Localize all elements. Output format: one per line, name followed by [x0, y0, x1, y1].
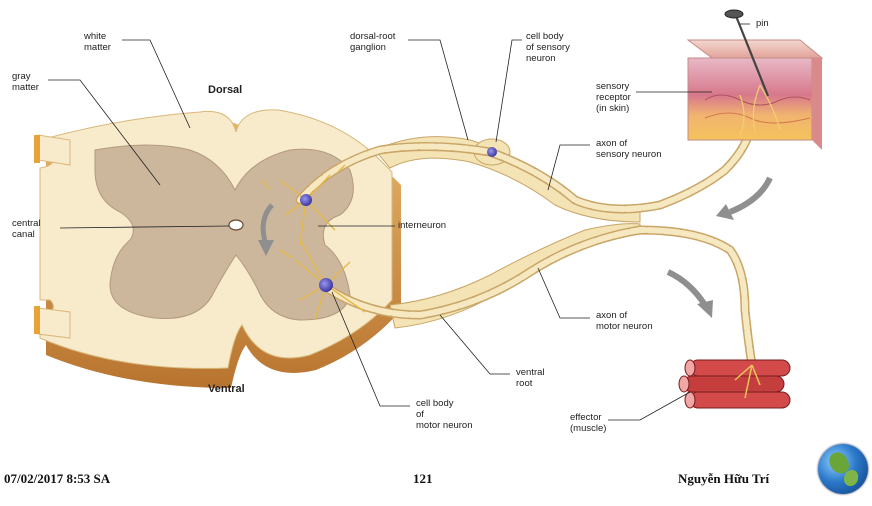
arrow-down-from-skin — [730, 178, 770, 212]
label-dorsal-root-ganglion: dorsal-root ganglion — [350, 31, 395, 53]
label-central-canal: central canal — [12, 218, 41, 240]
skin-block — [688, 40, 822, 150]
label-sensory-receptor: sensory receptor (in skin) — [596, 81, 631, 114]
arrow-down-to-muscle — [668, 272, 705, 305]
label-interneuron: interneuron — [398, 220, 446, 231]
label-axon-sensory: axon of sensory neuron — [596, 138, 661, 160]
label-pin: pin — [756, 18, 769, 29]
label-white-matter: white matter — [84, 31, 111, 53]
label-cell-body-sensory: cell body of sensory neuron — [526, 31, 570, 64]
globe-icon — [818, 444, 868, 494]
label-ventral-root: ventral root — [516, 367, 545, 389]
interneuron-cell-body — [300, 194, 312, 206]
pin-head — [725, 10, 743, 18]
cord-left-tab-top — [38, 135, 70, 165]
central-canal — [229, 220, 243, 230]
cord-left-tab-bottom — [38, 308, 70, 338]
label-effector: effector (muscle) — [570, 412, 606, 434]
label-cell-body-motor: cell body of motor neuron — [416, 398, 473, 431]
motor-neuron-cell-body — [319, 278, 333, 292]
footer-page-number: 121 — [413, 471, 433, 487]
label-ventral: Ventral — [208, 383, 245, 395]
label-dorsal: Dorsal — [208, 84, 242, 96]
footer-date: 07/02/2017 8:53 SA — [4, 471, 110, 487]
footer-author: Nguyễn Hữu Trí — [678, 471, 769, 487]
cord-left-tab-bottom-edge — [34, 306, 40, 334]
muscle-bundle — [679, 360, 790, 408]
label-gray-matter: gray matter — [12, 71, 39, 93]
label-axon-motor: axon of motor neuron — [596, 310, 653, 332]
cord-left-tab-top-edge — [34, 135, 40, 163]
sensory-neuron-cell-body — [487, 147, 497, 157]
